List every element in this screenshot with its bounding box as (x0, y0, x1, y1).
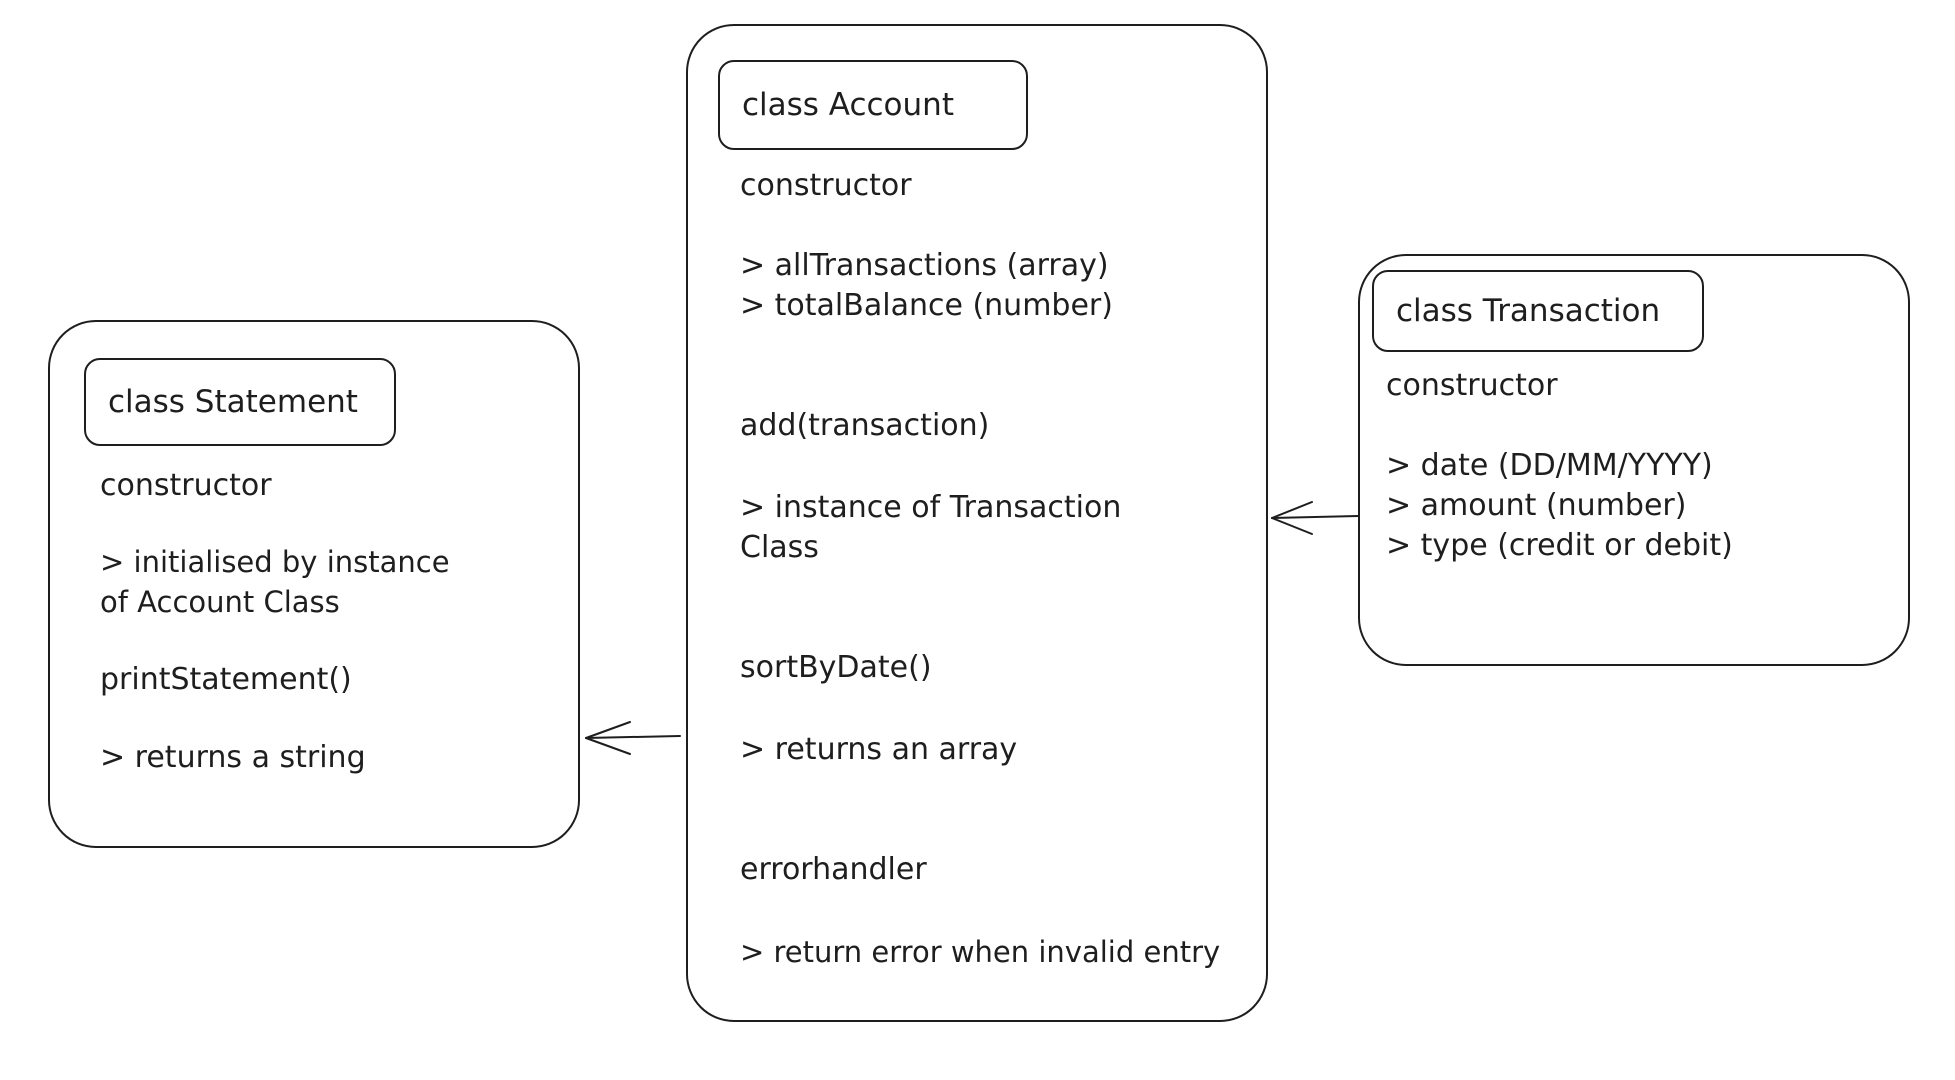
statement-print-method: printStatement() (100, 662, 352, 697)
transaction-prop-amount: > amount (number) (1386, 488, 1687, 523)
transaction-class-card (1358, 254, 1910, 666)
statement-class-title: class Statement (84, 358, 396, 446)
arrow-account-to-statement (585, 721, 681, 755)
account-sort-method: sortByDate() (740, 650, 932, 685)
account-class-title: class Account (718, 60, 1028, 150)
statement-constructor-label: constructor (100, 468, 272, 503)
statement-init-line1: > initialised by instance (100, 545, 450, 579)
account-add-method: add(transaction) (740, 408, 990, 443)
account-add-desc-line1: > instance of Transaction (740, 490, 1122, 525)
statement-class-card (48, 320, 580, 848)
account-error-method: errorhandler (740, 852, 927, 887)
transaction-constructor-label: constructor (1386, 368, 1558, 403)
account-prop-alltransactions: > allTransactions (array) (740, 248, 1109, 283)
account-constructor-label: constructor (740, 168, 912, 203)
transaction-prop-type: > type (credit or debit) (1386, 528, 1733, 563)
transaction-prop-date: > date (DD/MM/YYYY) (1386, 448, 1713, 483)
account-class-card (686, 24, 1268, 1022)
account-error-desc: > return error when invalid entry (740, 935, 1221, 969)
account-sort-desc: > returns an array (740, 732, 1018, 767)
account-add-desc-line2: Class (740, 530, 819, 565)
account-prop-totalbalance: > totalBalance (number) (740, 288, 1113, 323)
transaction-class-title: class Transaction (1372, 270, 1704, 352)
arrow-transaction-to-account (1271, 501, 1359, 535)
statement-returns-desc: > returns a string (100, 740, 366, 775)
statement-init-line2: of Account Class (100, 585, 340, 619)
